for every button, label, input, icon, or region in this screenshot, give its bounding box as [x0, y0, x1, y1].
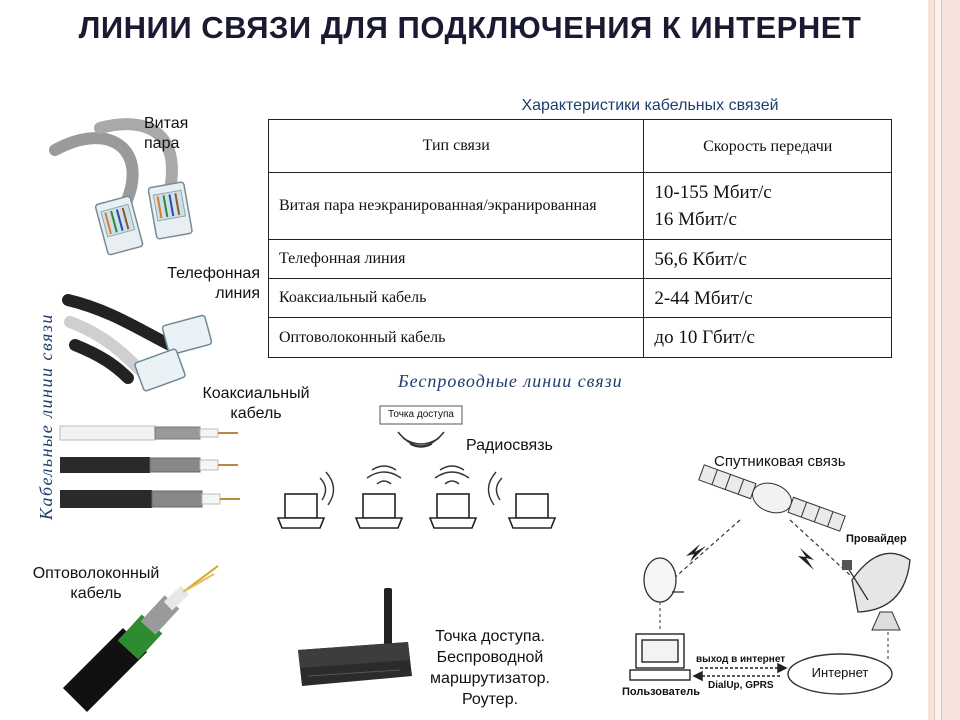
twisted-pair-icon — [49, 118, 193, 256]
wifi-icon — [319, 465, 503, 506]
row-type: Витая пара неэкранированная/экранированн… — [267, 172, 645, 240]
coax-cable-icon — [59, 425, 240, 508]
access-line2-label: DialUp, GPRS — [708, 680, 774, 691]
row-speed: до 10 Гбит/с — [643, 317, 892, 358]
lightning-icon — [686, 544, 814, 570]
wireless-title: Беспроводные линии связи — [398, 371, 623, 391]
radio-waves-icon — [397, 431, 445, 448]
cable-speeds-table: Тип связи Скорость передачи Витая пара н… — [267, 119, 892, 358]
row-type: Коаксиальный кабель — [267, 278, 645, 318]
access-point-tag — [379, 405, 463, 425]
user-dish-icon — [643, 557, 684, 630]
phone-line-label: Телефонная линия — [167, 265, 260, 302]
user-label: Пользователь — [622, 686, 701, 698]
row-type: Оптоволоконный кабель — [267, 317, 645, 358]
twisted-pair-label: Витая пара — [144, 115, 189, 152]
table-header-row: Тип связи Скорость передачи — [267, 119, 892, 173]
router-icon — [298, 588, 412, 686]
row-speed-line2: 16 Мбит/с — [654, 209, 737, 230]
satellite-links — [671, 519, 851, 581]
table-row: Телефонная линия 56,6 Кбит/с — [267, 239, 892, 279]
satellite-title: Спутниковая связь — [714, 453, 846, 470]
page-title: ЛИНИИ СВЯЗИ ДЛЯ ПОДКЛЮЧЕНИЯ К ИНТЕРНЕТ — [78, 10, 862, 45]
internet-label: Интернет — [811, 665, 869, 680]
phone-line-icon — [62, 294, 213, 392]
table-caption: Характеристики кабельных связей — [521, 97, 779, 114]
access-point-tag-label: Точка доступа — [388, 409, 454, 420]
router-caption: Точка доступа. Беспроводной маршрутизато… — [430, 628, 550, 708]
cable-section-label: Кабельные линии связи — [36, 313, 56, 520]
row-speed-line1: 10-155 Мбит/с — [654, 182, 772, 203]
header-speed: Скорость передачи — [643, 119, 892, 173]
table-row: Витая пара неэкранированная/экранированн… — [267, 172, 892, 240]
fiber-label: Оптоволоконный кабель — [32, 565, 160, 602]
row-speed: 10-155 Мбит/с 16 Мбит/с — [643, 172, 892, 240]
page-border-decoration — [928, 0, 960, 720]
coax-label: Коаксиальный кабель — [202, 385, 310, 422]
radio-label: Радиосвязь — [466, 437, 553, 454]
access-line1-label: выход в интернет — [696, 654, 786, 665]
user-computer-icon — [629, 633, 691, 681]
provider-dish-icon — [842, 552, 911, 660]
internet-cloud-icon — [787, 653, 893, 695]
table-row: Коаксиальный кабель 2-44 Мбит/с — [267, 278, 892, 318]
table-row: Оптоволоконный кабель до 10 Гбит/с — [267, 317, 892, 358]
row-type: Телефонная линия — [267, 239, 645, 279]
laptop-icon — [276, 493, 557, 529]
fiber-cable-icon — [62, 565, 219, 713]
header-type: Тип связи — [267, 119, 645, 173]
satellite-icon — [698, 464, 846, 532]
access-arrows-icon — [692, 662, 788, 682]
provider-label: Провайдер — [846, 533, 907, 545]
row-speed: 2-44 Мбит/с — [643, 278, 892, 318]
